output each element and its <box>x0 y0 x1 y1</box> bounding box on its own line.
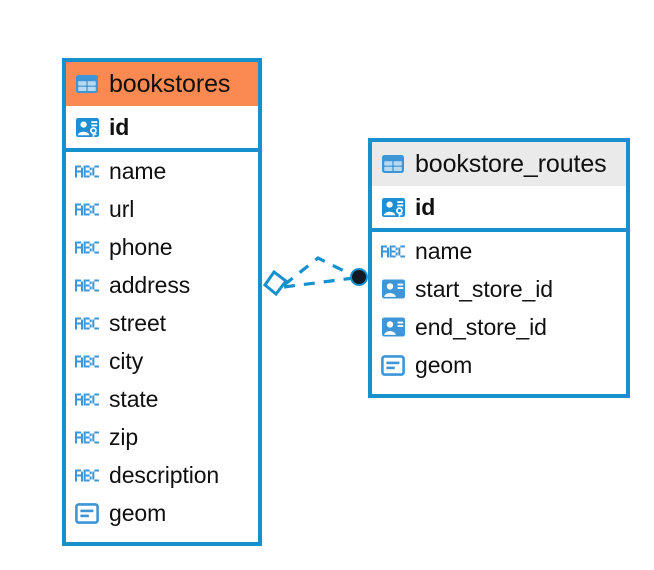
abc-text-icon <box>74 424 100 450</box>
entity-title: bookstores <box>109 69 231 98</box>
abc-text-icon <box>74 234 100 260</box>
field-label: state <box>109 385 159 412</box>
table-icon <box>380 151 406 177</box>
foreign-key-icon <box>380 314 406 340</box>
field-row-description[interactable]: description <box>66 456 258 494</box>
field-label: url <box>109 195 135 222</box>
field-label: name <box>109 157 167 184</box>
geometry-icon <box>380 352 406 378</box>
primary-key-icon <box>74 114 100 140</box>
geometry-icon <box>74 500 100 526</box>
foreign-key-icon <box>380 276 406 302</box>
field-label: phone <box>109 233 173 260</box>
table-icon <box>74 71 100 97</box>
field-label: name <box>415 237 473 264</box>
field-label: city <box>109 347 144 374</box>
field-label: description <box>109 461 220 488</box>
field-row-state[interactable]: state <box>66 380 258 418</box>
field-row-geom[interactable]: geom <box>66 494 258 532</box>
diamond-marker <box>262 269 289 297</box>
entity-bookstore-routes[interactable]: bookstore_routes id <box>368 138 630 398</box>
field-row-id[interactable]: id <box>66 106 258 148</box>
field-row-name[interactable]: name <box>372 232 626 270</box>
field-row-url[interactable]: url <box>66 190 258 228</box>
field-row-phone[interactable]: phone <box>66 228 258 266</box>
relationship-branch-upper <box>283 256 355 287</box>
abc-text-icon <box>74 196 100 222</box>
field-row-street[interactable]: street <box>66 304 258 342</box>
field-label: street <box>109 309 166 336</box>
field-row-city[interactable]: city <box>66 342 258 380</box>
abc-text-icon <box>74 386 100 412</box>
abc-text-icon <box>74 158 100 184</box>
abc-text-icon <box>74 310 100 336</box>
field-list: name start_store_id <box>372 232 626 384</box>
field-row-geom[interactable]: geom <box>372 346 626 384</box>
entity-title: bookstore_routes <box>415 149 607 178</box>
field-label: geom <box>415 351 473 378</box>
field-label: start_store_id <box>415 275 553 302</box>
abc-text-icon <box>380 238 406 264</box>
field-row-start-store-id[interactable]: start_store_id <box>372 270 626 308</box>
abc-text-icon <box>74 462 100 488</box>
field-row-name[interactable]: name <box>66 152 258 190</box>
entity-header-bookstore-routes[interactable]: bookstore_routes <box>372 142 626 186</box>
field-row-end-store-id[interactable]: end_store_id <box>372 308 626 346</box>
field-label: id <box>415 193 436 220</box>
entity-bookstores[interactable]: bookstores id <box>62 58 262 546</box>
circle-marker <box>350 268 368 286</box>
field-row-zip[interactable]: zip <box>66 418 258 456</box>
entity-header-bookstores[interactable]: bookstores <box>66 62 258 106</box>
field-label: geom <box>109 499 167 526</box>
primary-key-section: id <box>372 186 626 232</box>
field-list: name <box>66 152 258 532</box>
field-label: id <box>109 113 130 140</box>
abc-text-icon <box>74 348 100 374</box>
field-row-id[interactable]: id <box>372 186 626 228</box>
field-row-address[interactable]: address <box>66 266 258 304</box>
abc-text-icon <box>74 272 100 298</box>
primary-key-section: id <box>66 106 258 152</box>
relationship-branch-lower <box>283 276 355 289</box>
field-label: address <box>109 271 191 298</box>
field-label: end_store_id <box>415 313 547 340</box>
primary-key-icon <box>380 194 406 220</box>
field-label: zip <box>109 423 139 450</box>
